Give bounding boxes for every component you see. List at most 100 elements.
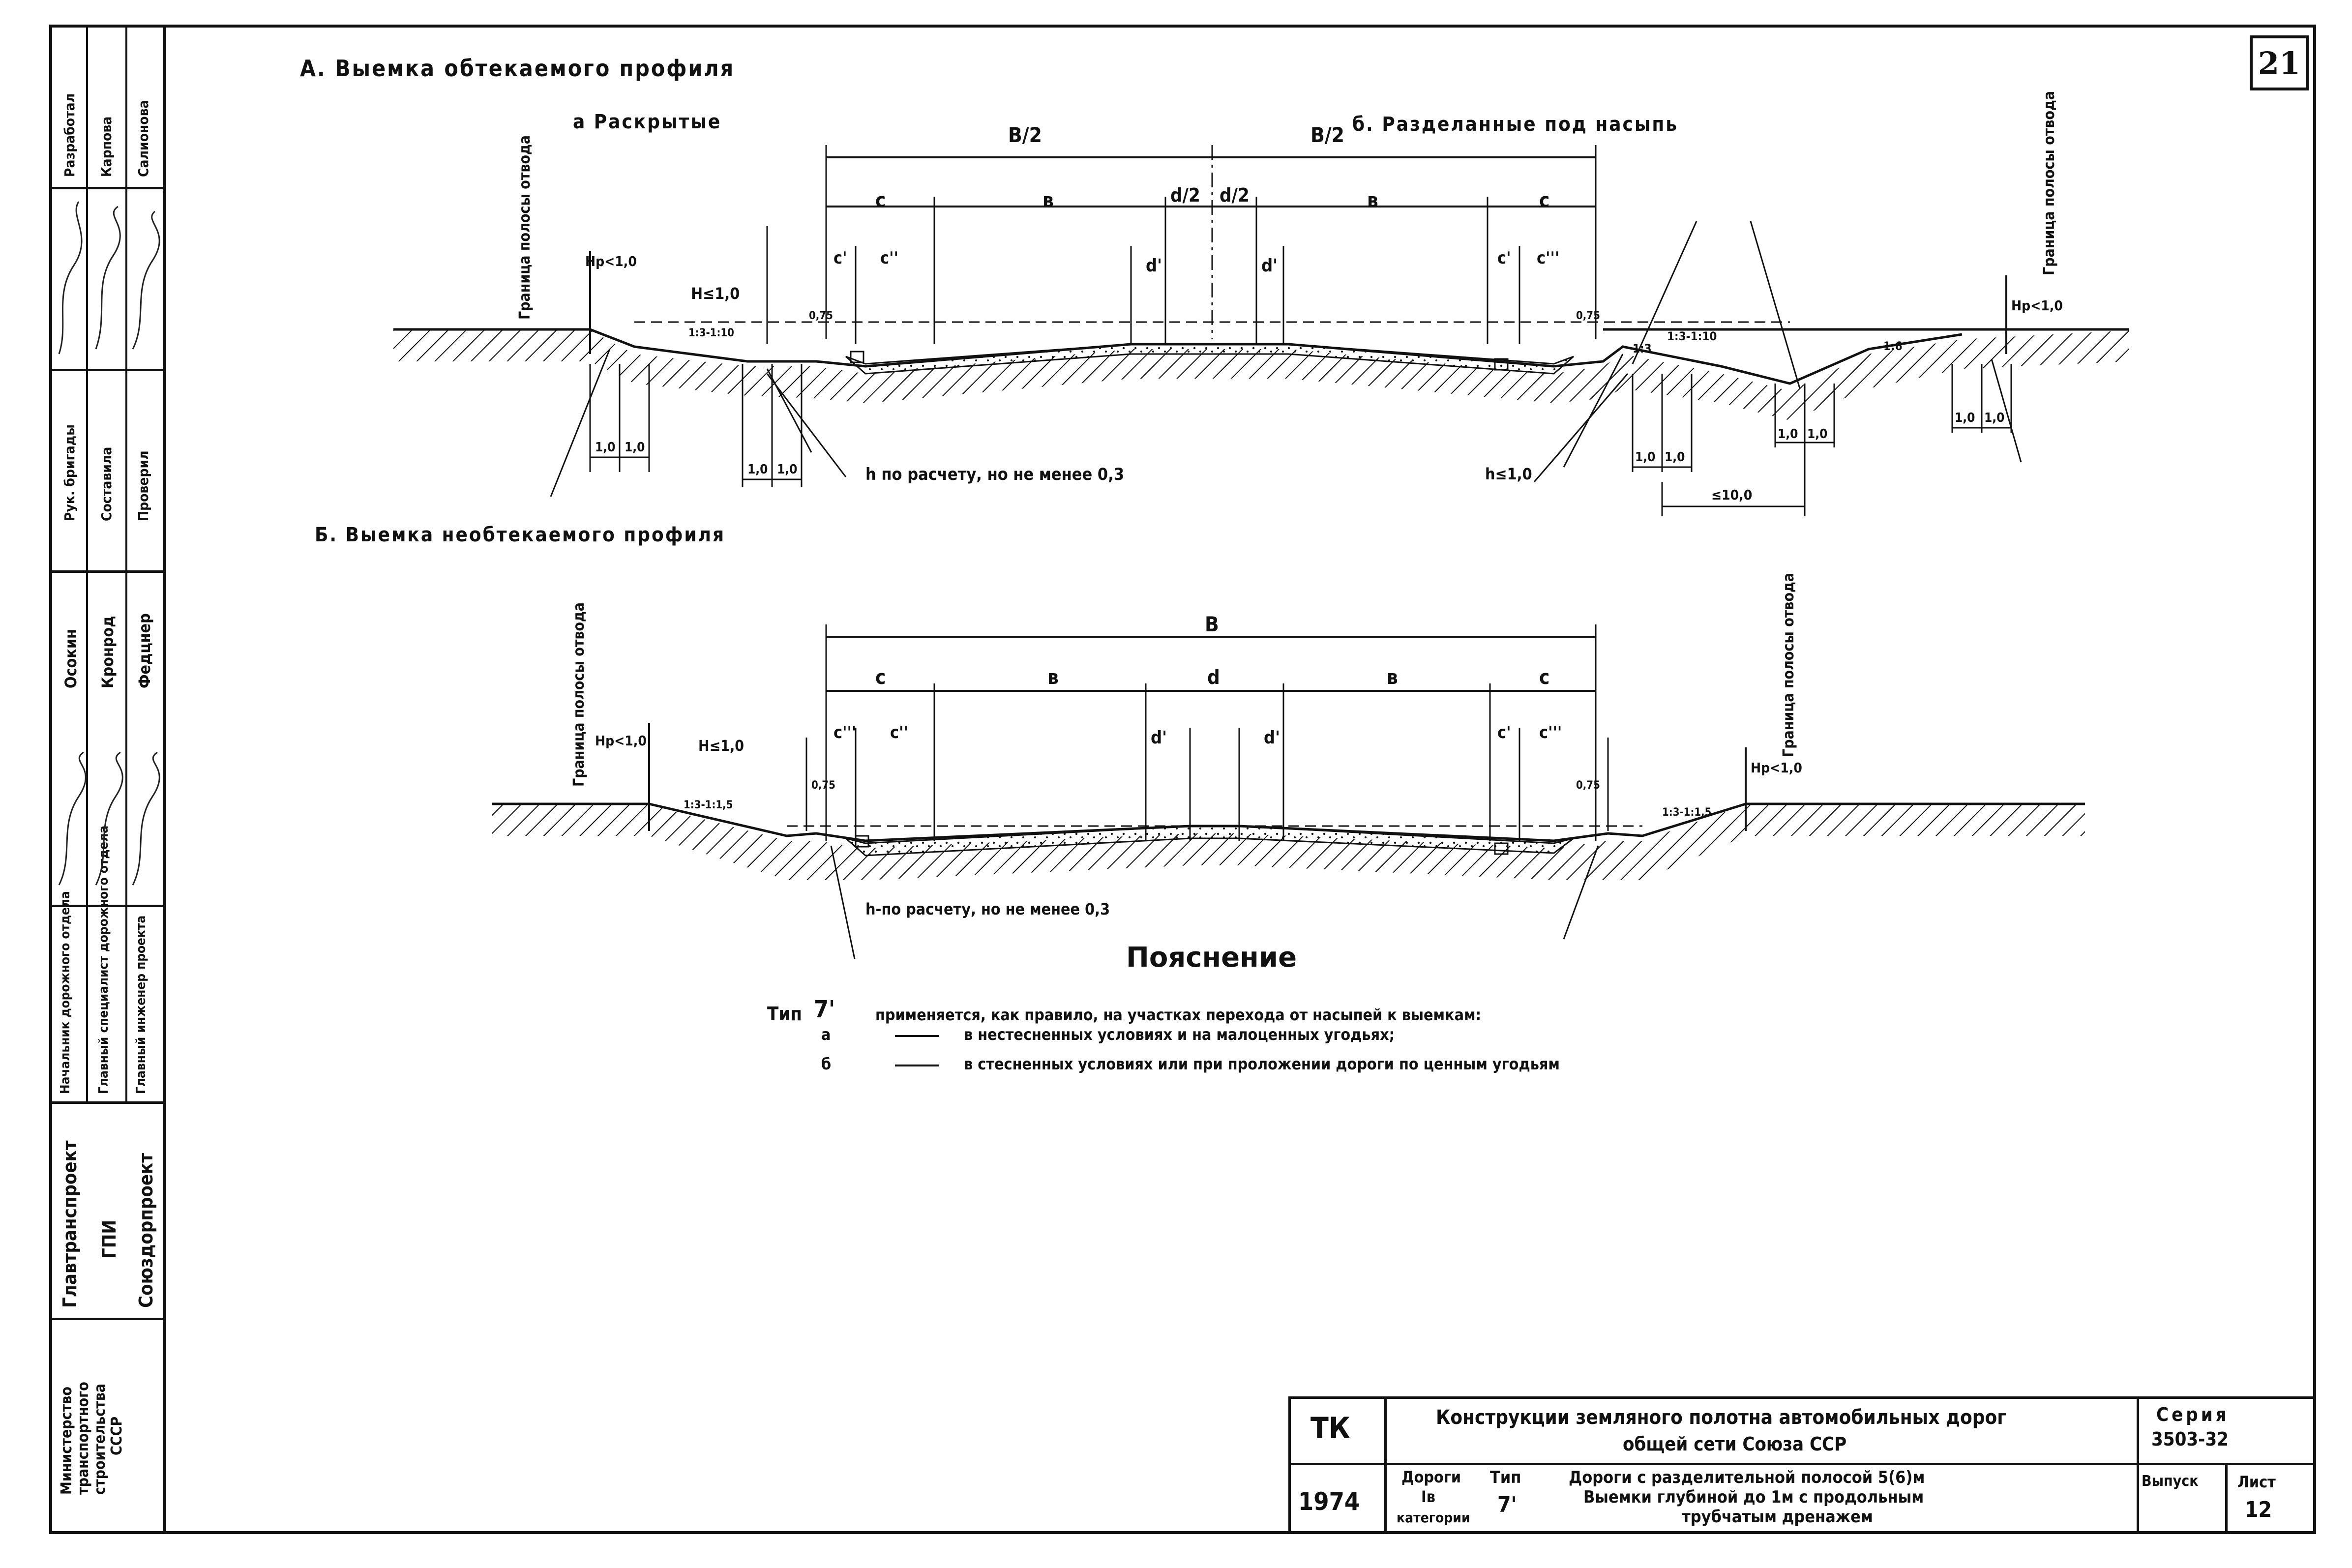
dim-label: Hp<1,0 [2011, 297, 2063, 314]
dim-label: c'' [880, 248, 898, 268]
type-label-tb: Тип [1490, 1468, 1521, 1487]
boundary-label: Граница полосы отвода [2041, 90, 2058, 275]
dim-label: B/2 [1008, 123, 1042, 147]
h-leader [766, 373, 847, 477]
ministry-line: строительства [91, 1383, 109, 1495]
signature [95, 206, 121, 350]
strip-divider [49, 905, 166, 907]
slope-label: 1:3-1:10 [1667, 329, 1717, 343]
dim-label: 1,0 [595, 440, 616, 455]
org-name: Главтранспроект [59, 1140, 81, 1308]
year-label: 1974 [1298, 1487, 1360, 1516]
explanation-item: в нестесненных условиях и на малоценных … [964, 1025, 1395, 1044]
section-a-subtitle-a: а Раскрытые [573, 111, 722, 133]
slope-label: 1:3-1:1,5 [1662, 806, 1712, 819]
list-label: Лист [2237, 1473, 2276, 1491]
dim-label: c' [1497, 723, 1511, 742]
dim-label: B [1205, 612, 1219, 636]
org-name: ГПИ [98, 1219, 120, 1259]
signature-group [58, 751, 160, 886]
dim-label: 0,75 [809, 310, 833, 322]
dim-label: Hp<1,0 [1751, 760, 1802, 776]
dim-label: d' [1151, 728, 1167, 748]
h-leader [1533, 373, 1629, 482]
dim-label: в [1387, 666, 1398, 689]
dim-label: 0,75 [811, 779, 835, 792]
dim-label: d' [1264, 728, 1280, 748]
strip-divider [49, 1318, 166, 1320]
dim-label: d/2 [1170, 184, 1200, 206]
dim-half-width [825, 145, 1597, 344]
soil-hatch [393, 330, 2129, 420]
boundary-label: Граница полосы отвода [570, 602, 588, 787]
title-line: общей сети Союза ССР [1623, 1433, 1847, 1455]
dim-label: c [875, 189, 886, 212]
dim-label: B/2 [1310, 123, 1344, 147]
explanation-line: применяется, как правило, на участках пе… [875, 1006, 1482, 1024]
dim-label: d' [1146, 256, 1162, 276]
strip-divider [49, 187, 166, 189]
section-a-title: А. Выемка обтекаемого профиля [300, 55, 735, 82]
boundary-label: Граница полосы отвода [1780, 572, 1797, 757]
org-name: Союздорпроект [135, 1153, 157, 1308]
list-cell [2225, 1463, 2316, 1534]
section-a-subtitle-b: б. Разделанные под насыпь [1352, 113, 1679, 136]
tk-label: ТК [1310, 1411, 1350, 1446]
dim-label: 1,0 [1635, 450, 1656, 465]
signature-group [58, 201, 160, 355]
ministry-line: транспортного [75, 1382, 92, 1495]
drawing-frame [49, 25, 2316, 1534]
dim-label: c''' [1537, 248, 1560, 268]
desc-line: Дороги с разделительной полосой 5(6)м [1569, 1468, 1925, 1487]
h-note: h по расчету, но не менее 0,3 [865, 465, 1125, 484]
dim-label: c [1539, 666, 1550, 689]
dim-label: c''' [834, 723, 857, 742]
dim-label: 1,0 [625, 440, 645, 455]
dim-label: 0,75 [1576, 310, 1600, 322]
strip-col-line [86, 25, 88, 1101]
drain-pipe [1494, 358, 1509, 371]
dash [895, 1035, 939, 1037]
drain-pipe [850, 351, 864, 363]
signature [58, 201, 83, 355]
dim-label: c'' [890, 723, 908, 742]
type-value-tb: 7' [1497, 1492, 1517, 1517]
title-line: Конструкции земляного полотна автомобиль… [1436, 1406, 2006, 1429]
dim-label: c''' [1539, 723, 1562, 742]
dim-label: в [1047, 666, 1059, 689]
dim-label: 1,0 [777, 462, 798, 477]
signature [58, 751, 87, 886]
dim-label: d' [1261, 256, 1278, 276]
roads-cat: Iв [1421, 1487, 1435, 1506]
desc-line: трубчатым дренажем [1682, 1507, 1873, 1527]
dim-label: Hp<1,0 [595, 733, 647, 749]
dim-label: в [1367, 189, 1378, 212]
item-key: б [821, 1055, 832, 1073]
dim-label: 1,0 [1984, 411, 2005, 425]
dim-label: H≤1,0 [691, 284, 740, 303]
strip-divider [49, 1101, 166, 1104]
dim-label: c [875, 666, 886, 689]
signature [95, 751, 123, 886]
dim-label: h≤1,0 [1485, 465, 1532, 483]
sheet-number: 21 [2250, 35, 2309, 90]
seria-value: 3503-32 [2151, 1428, 2229, 1450]
left-strip-border [163, 25, 166, 1534]
tb-divider [1387, 1463, 2137, 1465]
section-b-title: Б. Выемка необтекаемого профиля [315, 524, 726, 546]
signature [132, 210, 160, 350]
road-profile [590, 328, 1963, 385]
dim-label: 0,75 [1576, 779, 1600, 792]
type-label: Тип [767, 1003, 802, 1025]
vypusk-label: Выпуск [2142, 1473, 2199, 1490]
h-note: h-по расчету, но не менее 0,3 [865, 900, 1110, 918]
dim-label: c' [1497, 248, 1511, 268]
boundary-label: Граница полосы отвода [516, 135, 534, 320]
item-key: а [821, 1025, 831, 1044]
dim-label: d/2 [1220, 184, 1250, 206]
seria-label: Серия [2156, 1404, 2230, 1425]
list-value: 12 [2245, 1497, 2272, 1522]
slope-label: 1:3-1:1,5 [684, 799, 733, 811]
slope-label: 1:6 [1883, 339, 1903, 353]
explanation-item: в стесненных условиях или при проложении… [964, 1055, 1560, 1073]
